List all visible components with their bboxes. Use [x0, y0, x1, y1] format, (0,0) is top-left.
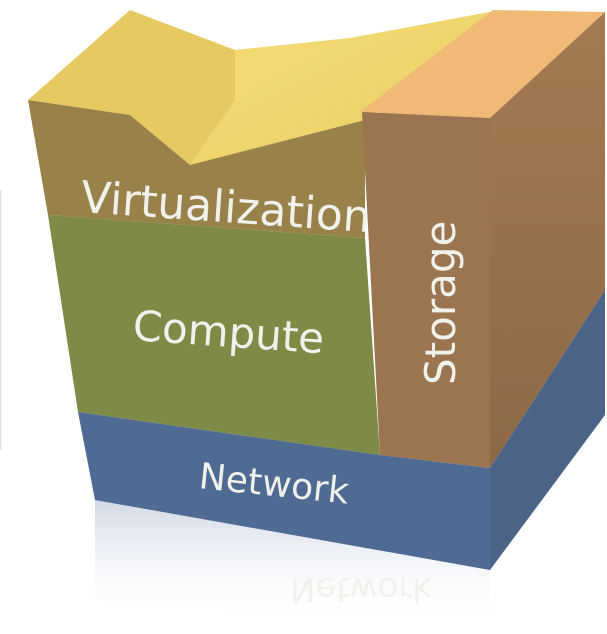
network-side-face	[490, 290, 605, 570]
storage-side-face	[490, 12, 605, 468]
storage-label: Storage	[416, 221, 465, 385]
storage-top-face	[360, 10, 605, 118]
network-layer	[78, 412, 490, 570]
virtualization-layer	[28, 100, 365, 238]
background-shade	[0, 190, 40, 450]
compute-layer	[48, 215, 380, 455]
top-face-right	[190, 10, 500, 165]
network-reflection	[95, 500, 490, 630]
storage-layer	[362, 112, 490, 468]
top-face-left	[28, 10, 235, 165]
reflection-label: Network	[290, 569, 432, 609]
